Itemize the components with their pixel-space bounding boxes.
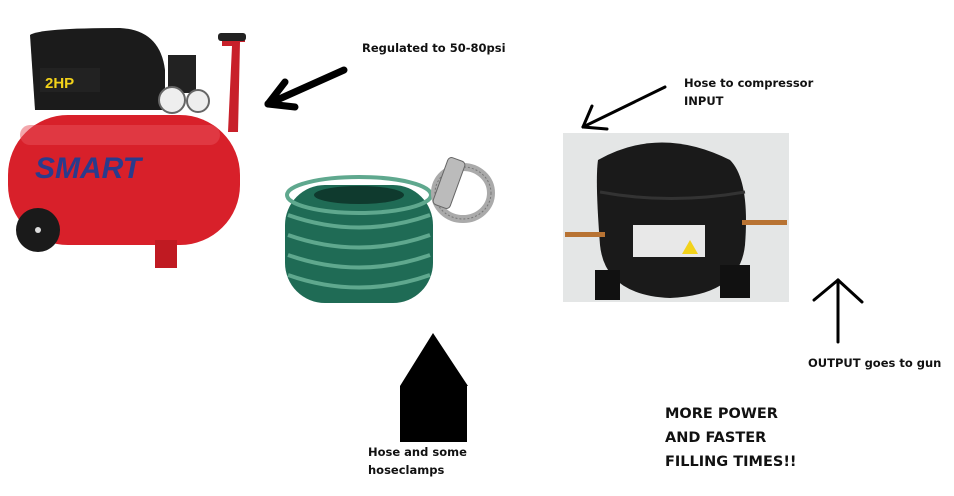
hose-to-compressor-label: Hose to compressor <box>684 76 814 90</box>
hose-up-arrow <box>400 333 468 442</box>
refrigerator-compressor-image <box>563 133 789 302</box>
input-label: INPUT <box>684 94 724 108</box>
arrow-to-input <box>581 85 667 131</box>
brand-logo: SMART <box>35 152 144 185</box>
garden-hose-image <box>285 175 433 303</box>
hose-label-line1: Hose and some <box>368 445 467 459</box>
rating-logo: 2HP <box>45 75 74 92</box>
air-compressor-image: 2HP SMART <box>0 26 248 272</box>
regulated-label: Regulated to 50-80psi <box>362 41 506 55</box>
more-power-line2: AND FASTER <box>665 430 767 446</box>
more-power-line1: MORE POWER <box>665 406 778 422</box>
output-label: OUTPUT goes to gun <box>808 356 942 370</box>
hose-clamp-image <box>431 157 495 223</box>
output-arrow <box>812 278 864 344</box>
more-power-line3: FILLING TIMES!! <box>665 454 797 470</box>
hose-label-line2: hoseclamps <box>368 463 445 477</box>
arrow-to-regulator <box>264 66 348 111</box>
